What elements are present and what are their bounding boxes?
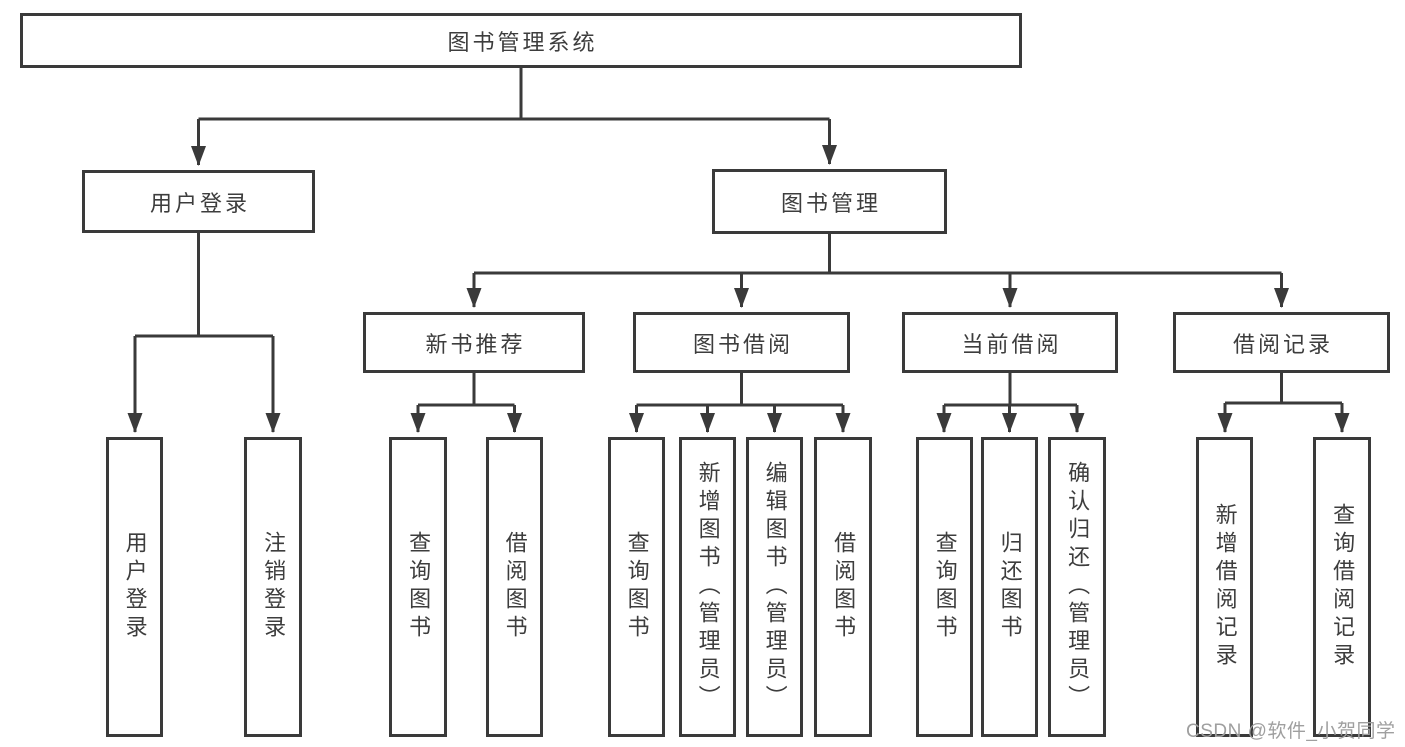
node-label: 新增借阅记录 — [1212, 503, 1238, 671]
connector-book-mgmt-branch — [466, 234, 1289, 308]
node-new-book-recommend: 新书推荐 — [363, 312, 585, 373]
watermark: CSDN @软件_小贺同学 — [1186, 721, 1396, 742]
node-book-management: 图书管理 — [712, 169, 947, 234]
node-borrow-records: 借阅记录 — [1173, 312, 1390, 373]
connector-new-book-branch — [410, 373, 522, 433]
leaf-query-book-recommend: 查询图书 — [389, 437, 447, 737]
node-label: 查询借阅记录 — [1330, 503, 1356, 671]
connector-book-borrow-branch — [629, 373, 851, 433]
node-label: 归还图书 — [997, 531, 1023, 643]
connector-root-to-level2 — [191, 68, 837, 166]
node-label: 用户登录 — [122, 531, 148, 643]
node-label: 查询图书 — [406, 531, 432, 643]
node-label: 新增图书（管理员） — [695, 461, 721, 713]
node-label: 查询图书 — [624, 531, 650, 643]
node-user-login: 用户登录 — [82, 170, 315, 233]
leaf-add-borrow-record: 新增借阅记录 — [1196, 437, 1253, 737]
leaf-confirm-return-admin: 确认归还（管理员） — [1048, 437, 1106, 737]
leaf-borrow-book: 借阅图书 — [814, 437, 872, 737]
node-label: 注销登录 — [261, 531, 287, 643]
leaf-query-borrow-record: 查询借阅记录 — [1313, 437, 1371, 737]
connector-borrow-record-branch — [1217, 373, 1350, 433]
leaf-add-book-admin: 新增图书（管理员） — [679, 437, 736, 737]
node-label: 借阅图书 — [831, 531, 857, 643]
node-book-borrow: 图书借阅 — [633, 312, 850, 373]
node-label: 确认归还（管理员） — [1065, 461, 1091, 713]
node-label: 借阅图书 — [502, 531, 528, 643]
leaf-edit-book-admin: 编辑图书（管理员） — [746, 437, 803, 737]
connector-user-login-branch — [127, 233, 281, 433]
connector-current-borrow-branch — [936, 373, 1085, 433]
leaf-user-login: 用户登录 — [106, 437, 163, 737]
leaf-return-book: 归还图书 — [981, 437, 1038, 737]
node-library-system: 图书管理系统 — [20, 13, 1022, 68]
leaf-logout: 注销登录 — [244, 437, 302, 737]
node-current-borrow: 当前借阅 — [902, 312, 1118, 373]
leaf-query-book-borrow: 查询图书 — [608, 437, 665, 737]
node-label: 编辑图书（管理员） — [762, 461, 788, 713]
node-label: 查询图书 — [932, 531, 958, 643]
leaf-borrow-book-recommend: 借阅图书 — [486, 437, 543, 737]
leaf-query-book-current: 查询图书 — [916, 437, 973, 737]
